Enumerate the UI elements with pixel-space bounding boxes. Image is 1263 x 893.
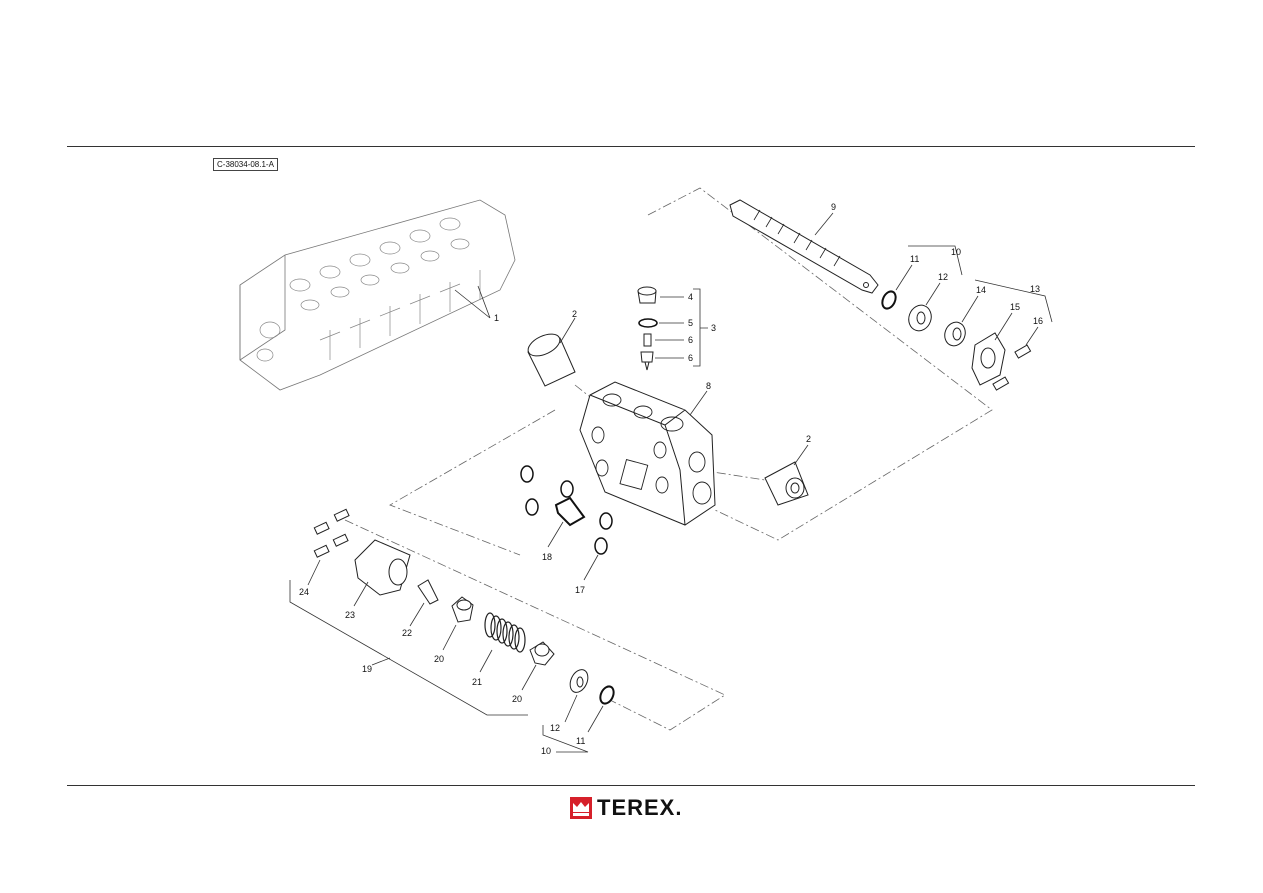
callout-20-lower: 20 — [512, 694, 522, 704]
callout-10-upper: 10 — [951, 247, 961, 257]
callout-14: 14 — [976, 285, 986, 295]
callout-20-upper: 20 — [434, 654, 444, 664]
callout-15: 15 — [1010, 302, 1020, 312]
o-ring-5 — [638, 318, 658, 328]
callout-11-upper: 11 — [910, 254, 919, 264]
plug-2-right — [764, 461, 809, 506]
callout-10-lower: 10 — [541, 746, 551, 756]
seal-14 — [944, 321, 966, 347]
o-rings-17 — [520, 465, 613, 555]
callout-2-left: 2 — [572, 309, 577, 319]
drawing-reference-code: C-38034-08.1-A — [213, 158, 278, 171]
o-ring-11-lower — [599, 685, 615, 705]
callout-12-upper: 12 — [938, 272, 948, 282]
callout-12-lower: 12 — [550, 723, 560, 733]
callout-1: 1 — [494, 313, 499, 323]
washer-12-lower — [569, 669, 589, 693]
callout-17: 17 — [575, 585, 585, 595]
callout-18: 18 — [542, 552, 552, 562]
washer-12-upper — [908, 304, 932, 332]
callout-9: 9 — [831, 202, 836, 212]
callout-24: 24 — [299, 587, 309, 597]
spring-seat-20-lower — [529, 641, 555, 666]
callout-23: 23 — [345, 610, 355, 620]
screw-16 — [992, 344, 1032, 391]
spool-end-22 — [417, 579, 439, 605]
screws-24 — [313, 508, 350, 558]
assembly-axis-lines — [344, 187, 993, 731]
terex-crown-icon — [570, 797, 592, 819]
spool-part — [729, 199, 879, 294]
spring-6 — [643, 333, 652, 347]
callout-6-lower: 6 — [688, 353, 693, 363]
terex-logo: TEREX. — [570, 795, 682, 821]
callout-22: 22 — [402, 628, 412, 638]
callout-8: 8 — [706, 381, 711, 391]
callout-16: 16 — [1033, 316, 1043, 326]
seal-18 — [554, 496, 586, 527]
flange-plate-15 — [971, 332, 1006, 386]
o-ring-11-upper — [881, 290, 897, 310]
bottom-rule — [67, 785, 1195, 786]
callout-3: 3 — [711, 323, 716, 333]
check-valve-plug-4 — [637, 286, 657, 304]
spring-seat-20-upper — [451, 596, 474, 623]
poppet-6 — [640, 351, 654, 371]
cap-housing-23 — [354, 539, 411, 596]
callout-2-right: 2 — [806, 434, 811, 444]
brand-wordmark: TEREX. — [597, 795, 683, 820]
valve-section-body-8 — [579, 381, 716, 526]
callout-6-upper: 6 — [688, 335, 693, 345]
top-rule — [67, 146, 1195, 147]
callout-21: 21 — [472, 677, 482, 687]
callout-4: 4 — [688, 292, 693, 302]
callout-19: 19 — [362, 664, 372, 674]
plug-2-left — [527, 333, 576, 387]
valve-bank-assembly — [239, 199, 516, 391]
callout-11-lower: 11 — [576, 736, 585, 746]
callout-5: 5 — [688, 318, 693, 328]
callout-13: 13 — [1030, 284, 1040, 294]
spring-21 — [484, 612, 526, 653]
